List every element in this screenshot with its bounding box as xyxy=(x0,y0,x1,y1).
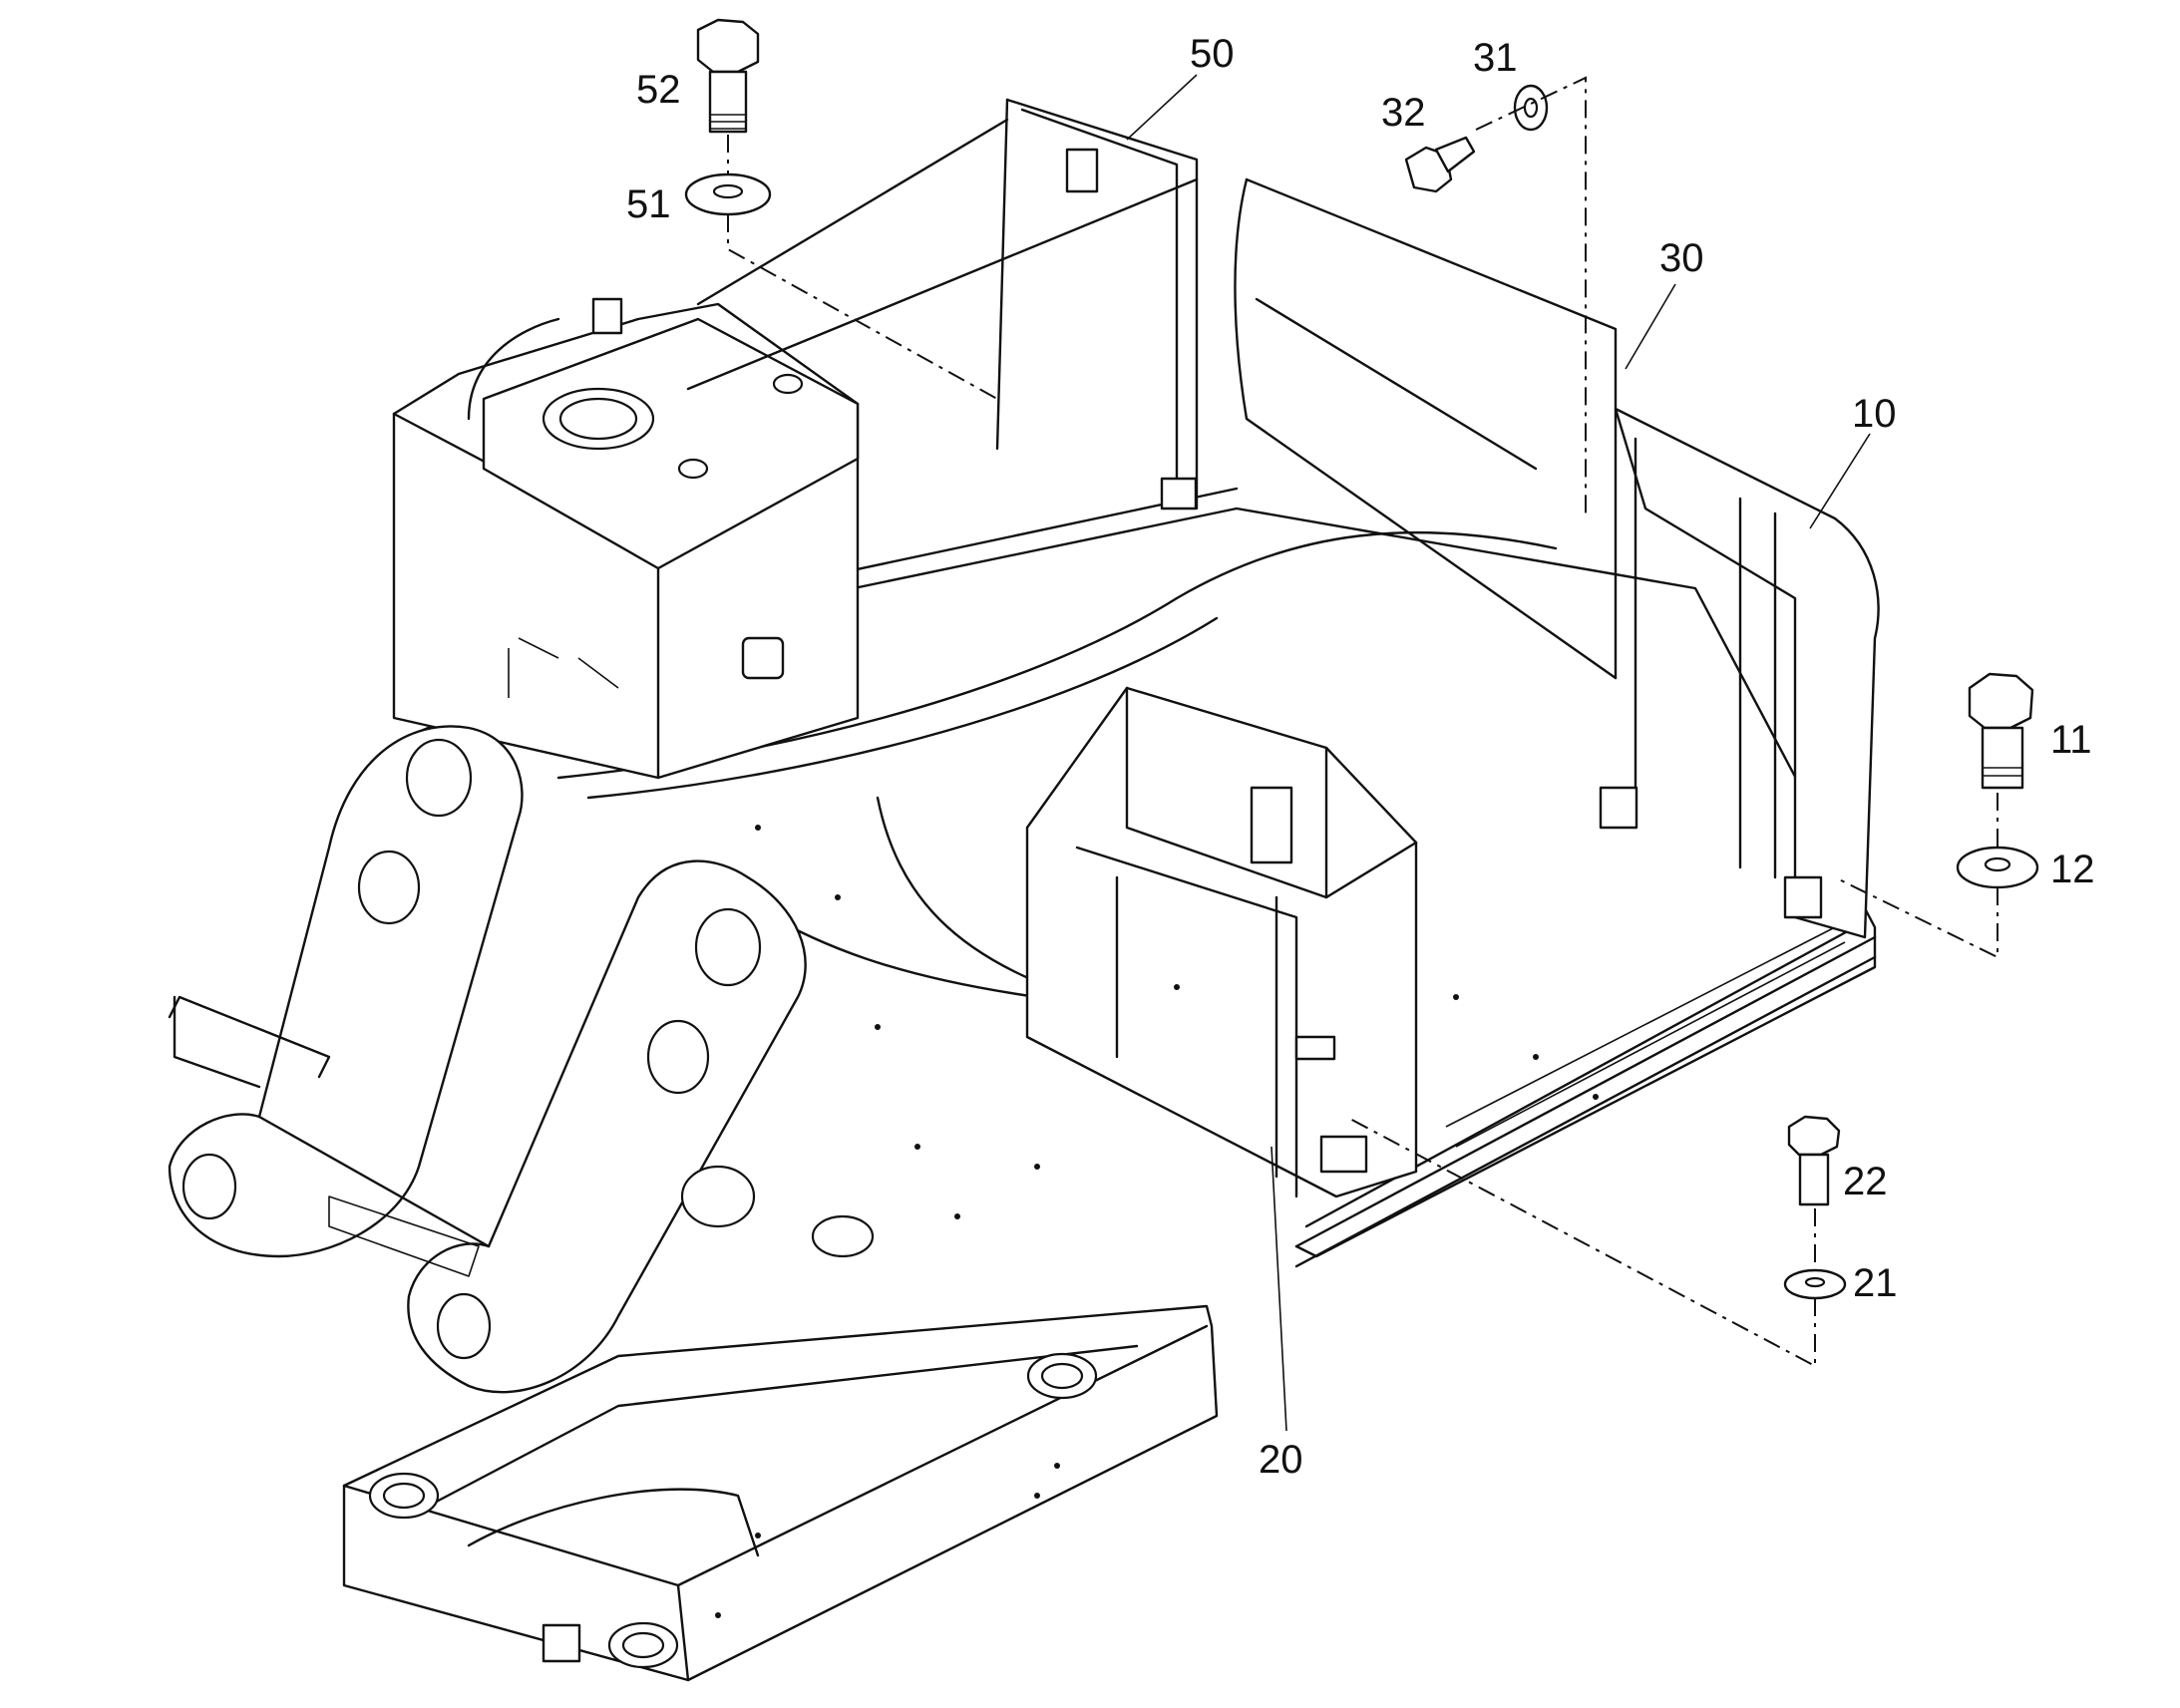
callout-labels: 50 52 51 32 31 30 10 11 12 22 21 20 xyxy=(626,32,2095,1482)
callout-51: 51 xyxy=(626,182,671,226)
fuel-tank xyxy=(392,297,860,780)
washer-21 xyxy=(1783,1268,1847,1300)
callout-30: 30 xyxy=(1659,236,1704,280)
callout-50: 50 xyxy=(1190,32,1235,76)
callout-12: 12 xyxy=(2050,848,2095,891)
bolt-52 xyxy=(696,18,760,134)
cab-frame xyxy=(686,98,1618,680)
washer-51 xyxy=(684,172,772,216)
bolt-11 xyxy=(1968,672,2034,790)
callout-21: 21 xyxy=(1853,1261,1898,1305)
bolt-22 xyxy=(1787,1115,1841,1206)
washer-12 xyxy=(1956,846,2039,889)
side-panel xyxy=(1599,407,1880,939)
control-stand xyxy=(1025,686,1418,1198)
callout-22: 22 xyxy=(1843,1160,1888,1203)
assembly-lines xyxy=(727,76,1998,1368)
boom-mount xyxy=(168,725,807,1394)
bolt-32 xyxy=(1404,136,1476,193)
washer-31 xyxy=(1513,84,1549,132)
callout-10: 10 xyxy=(1852,392,1897,436)
callout-31: 31 xyxy=(1473,36,1518,80)
callout-32: 32 xyxy=(1381,91,1426,135)
leader-lines xyxy=(1126,74,1871,1432)
front-frame xyxy=(342,1214,1219,1682)
callout-11: 11 xyxy=(2050,718,2092,762)
rivet-dots xyxy=(715,825,1599,1618)
callout-20: 20 xyxy=(1259,1438,1303,1482)
callout-52: 52 xyxy=(636,68,681,112)
